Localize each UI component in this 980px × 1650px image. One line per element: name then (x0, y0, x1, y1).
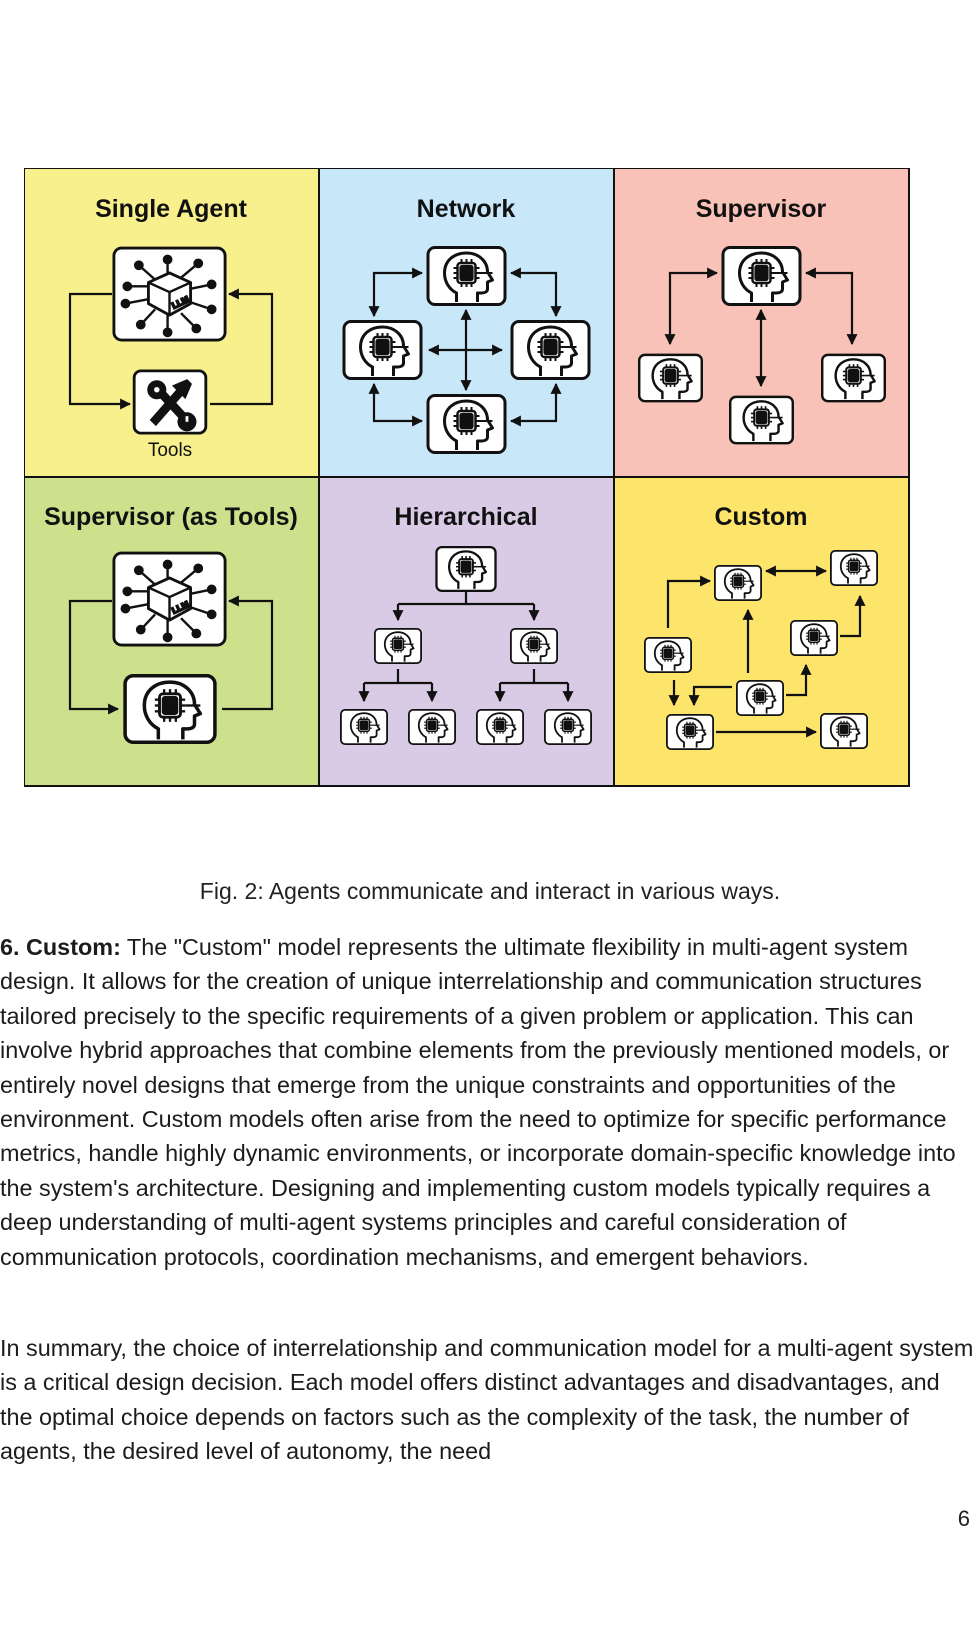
agent-icon (123, 674, 217, 744)
agent-icon (821, 353, 886, 403)
agent-icon (644, 636, 692, 674)
agent-icon (729, 395, 794, 445)
agent-icon (790, 619, 838, 657)
agent-icon (830, 549, 878, 587)
panel-title-custom: Custom (714, 503, 807, 531)
agent-icon (714, 564, 762, 602)
figure-caption: Fig. 2: Agents communicate and interact … (199, 878, 781, 904)
paragraph-custom-heading: 6. Custom: (0, 934, 121, 960)
llm-icon (112, 246, 227, 342)
agent-icon (476, 708, 524, 746)
agent-icon (342, 320, 423, 380)
agent-icon (736, 679, 784, 717)
panel-title-supervisor-as-tools: Supervisor (as Tools) (44, 503, 298, 531)
agent-icon (408, 708, 456, 746)
agent-icon (426, 246, 507, 306)
agent-icon (510, 320, 591, 380)
panel-title-single-agent: Single Agent (95, 195, 248, 223)
agent-architectures-figure: AI LLM (24, 168, 910, 787)
agent-icon (426, 394, 507, 454)
agent-icon (820, 712, 868, 750)
panel-title-supervisor: Supervisor (696, 195, 827, 223)
agent-icon (340, 708, 388, 746)
agent-icon (435, 546, 497, 592)
agent-icon (510, 627, 558, 665)
panel-title-network: Network (417, 195, 516, 223)
panel-title-hierarchical: Hierarchical (394, 503, 537, 531)
agent-icon (721, 246, 802, 306)
agent-icon (374, 627, 422, 665)
page-number: 6 (957, 1506, 970, 1531)
tools-label: Tools (148, 440, 192, 461)
paragraph-summary: In summary, the choice of interrelations… (0, 1335, 974, 1465)
agent-icon (666, 713, 714, 751)
llm-icon (112, 551, 227, 647)
paragraph-custom: 6. Custom: The "Custom" model represents… (0, 930, 975, 1274)
agent-icon (544, 708, 592, 746)
paragraph-custom-body: The "Custom" model represents the ultima… (0, 934, 956, 1270)
tools-icon (132, 369, 208, 435)
agent-icon (638, 353, 703, 403)
